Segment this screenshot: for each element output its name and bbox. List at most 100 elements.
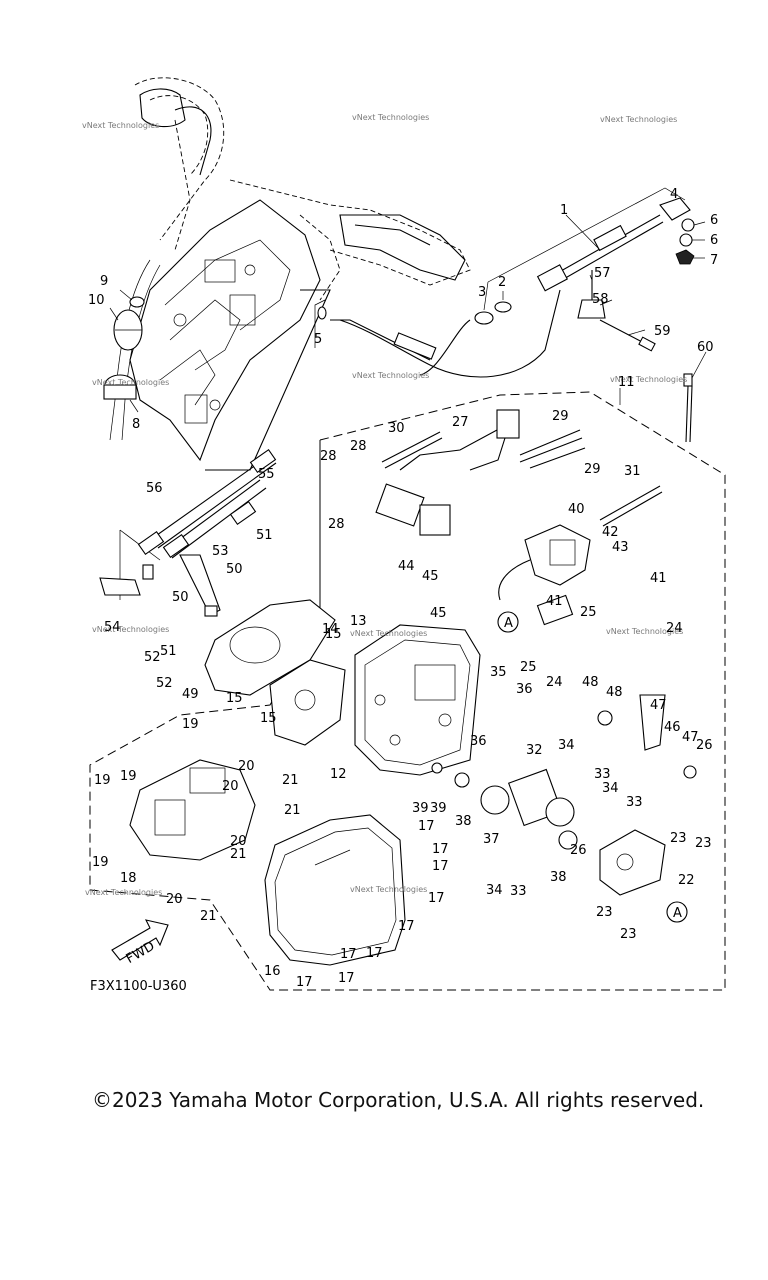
part-callout: 53: [212, 544, 229, 559]
part-callout: 46: [664, 720, 681, 735]
part-callout: 51: [160, 644, 177, 659]
part-callout: 10: [88, 293, 105, 308]
part-callout: 47: [650, 698, 667, 713]
part-callout: 51: [256, 528, 273, 543]
part-callout: 17: [296, 975, 313, 990]
part-callout: 21: [282, 773, 299, 788]
part-callout: 17: [418, 819, 435, 834]
part-callout: 21: [284, 803, 301, 818]
part-callout: 45: [430, 606, 447, 621]
part-callout: 25: [580, 605, 597, 620]
part-callout: 14: [322, 622, 339, 637]
part-callout: 42: [602, 525, 619, 540]
part-callout: 17: [398, 919, 415, 934]
watermark-text: vNext Technologies: [92, 378, 169, 387]
part-callout: 50: [226, 562, 243, 577]
handlebar-assembly-drawing: [109, 77, 471, 471]
control-unit: [129, 759, 256, 861]
part-callout: 57: [594, 266, 611, 281]
cover-panel: [264, 814, 406, 966]
part-callout: 23: [670, 831, 687, 846]
cable-assembly: [317, 197, 695, 443]
part-callout: 6: [710, 233, 718, 248]
part-callout: 17: [428, 891, 445, 906]
part-callout: 55: [258, 467, 275, 482]
part-callout: 38: [455, 814, 472, 829]
part-callout: 17: [432, 842, 449, 857]
part-callout: 36: [516, 682, 533, 697]
part-callout: 45: [422, 569, 439, 584]
part-callout: 21: [200, 909, 217, 924]
part-callout: 33: [594, 767, 611, 782]
part-callout: 17: [432, 859, 449, 874]
watermark-text: vNext Technologies: [610, 375, 687, 384]
part-callout: 41: [546, 594, 563, 609]
part-callout: 17: [366, 946, 383, 961]
ref-a-markers: [497, 611, 688, 923]
part-callout: 35: [490, 665, 507, 680]
part-callout: 4: [670, 187, 678, 202]
part-callout: 26: [696, 738, 713, 753]
assembly-boundary: [89, 391, 726, 991]
watermark-text: vNext Technologies: [82, 121, 159, 130]
watermark-text: vNext Technologies: [606, 627, 683, 636]
part-callout: 48: [606, 685, 623, 700]
part-callout: 50: [172, 590, 189, 605]
part-callout: 29: [584, 462, 601, 477]
part-callout: 52: [144, 650, 161, 665]
ref-a-label: A: [673, 906, 682, 921]
part-callout: 27: [452, 415, 469, 430]
part-callout: 32: [526, 743, 543, 758]
part-callout: 1: [560, 203, 568, 218]
part-callout: 15: [260, 711, 277, 726]
part-callout: 7: [710, 253, 718, 268]
part-callout: 18: [120, 871, 137, 886]
watermark-text: vNext Technologies: [92, 625, 169, 634]
part-callout: 9: [100, 274, 108, 289]
part-callout: 34: [486, 883, 503, 898]
part-callout: 49: [182, 687, 199, 702]
part-callout: 25: [520, 660, 537, 675]
part-callout: 8: [132, 417, 140, 432]
part-callout: 19: [120, 769, 137, 784]
part-callout: 23: [596, 905, 613, 920]
watermark-text: vNext Technologies: [85, 888, 162, 897]
part-callout: 19: [92, 855, 109, 870]
part-callout: 33: [510, 884, 527, 899]
wiring-harness: [375, 409, 663, 626]
part-callout: 37: [483, 832, 500, 847]
watermarks: vNext Technologies vNext Technologies vNex…: [82, 113, 687, 897]
part-callout: 34: [558, 738, 575, 753]
part-callout: 40: [568, 502, 585, 517]
part-callout: 28: [320, 449, 337, 464]
watermark-text: vNext Technologies: [600, 115, 677, 124]
part-callout: 2: [498, 275, 506, 290]
part-callout: 41: [650, 571, 667, 586]
part-callout: 47: [682, 730, 699, 745]
part-callout: 58: [592, 292, 609, 307]
part-callout: 16: [264, 964, 281, 979]
part-callout: 24: [546, 675, 563, 690]
part-callout: 15: [226, 691, 243, 706]
part-callout: 39: [412, 801, 429, 816]
part-callout: 59: [654, 324, 671, 339]
part-callout: 33: [626, 795, 643, 810]
copyright-notice: ©2023 Yamaha Motor Corporation, U.S.A. A…: [92, 1088, 705, 1112]
watermark-text: vNext Technologies: [350, 629, 427, 638]
part-callout: 23: [620, 927, 637, 942]
part-callout: 34: [602, 781, 619, 796]
watermark-text: vNext Technologies: [352, 113, 429, 122]
part-callout: 26: [570, 843, 587, 858]
part-callout: 17: [338, 971, 355, 986]
grommet-group: [103, 296, 145, 400]
part-callout: 52: [156, 676, 173, 691]
part-callout: 36: [470, 734, 487, 749]
part-callout: 24: [666, 621, 683, 636]
part-callout: 11: [618, 375, 635, 390]
part-callout: 30: [388, 421, 405, 436]
part-callout: 19: [94, 773, 111, 788]
motor-gear-set: [431, 694, 697, 896]
part-callout: 21: [230, 847, 247, 862]
part-callout: 20: [166, 892, 183, 907]
diagram-code: F3X1100-U360: [90, 979, 187, 994]
